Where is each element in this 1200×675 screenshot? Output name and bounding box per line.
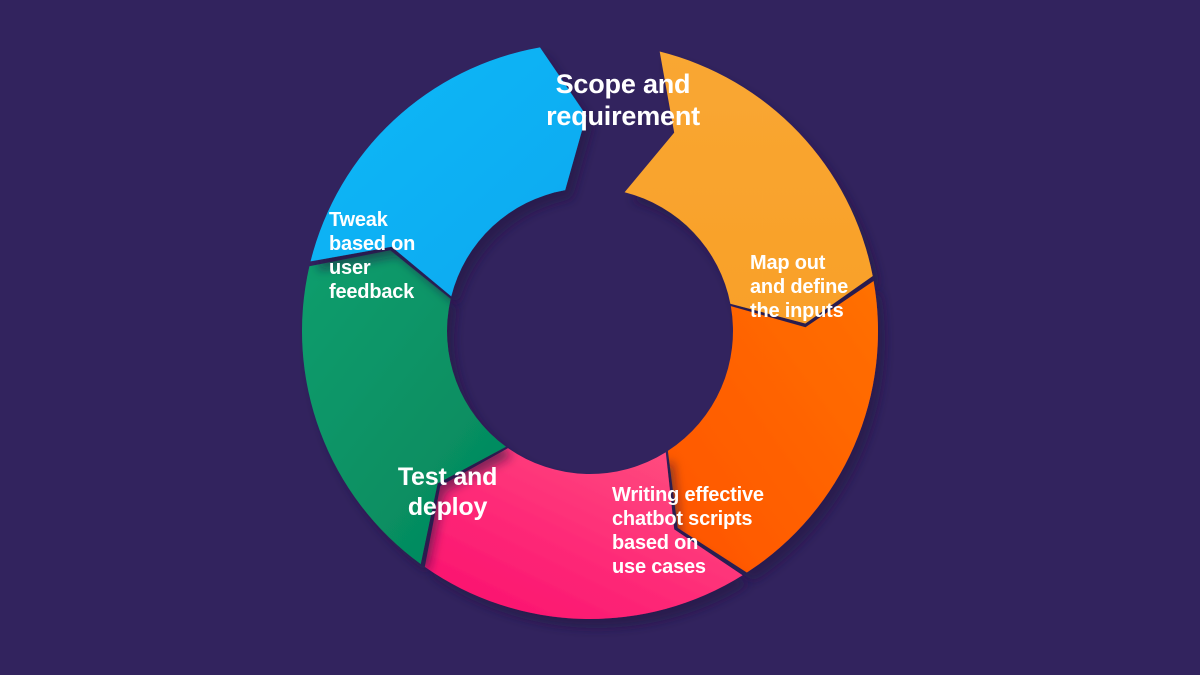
cycle-segment-tweak-based-on-user-feedback: [310, 47, 587, 297]
cycle-segment-scope-and-requirement: [624, 51, 873, 324]
cycle-segment-test-and-deploy: [301, 250, 506, 564]
cycle-segment-writing-effective-chatbot-scripts: [424, 448, 743, 620]
segments-layer: [301, 47, 878, 620]
cycle-segment-map-out-and-define-the-inputs: [667, 280, 878, 573]
